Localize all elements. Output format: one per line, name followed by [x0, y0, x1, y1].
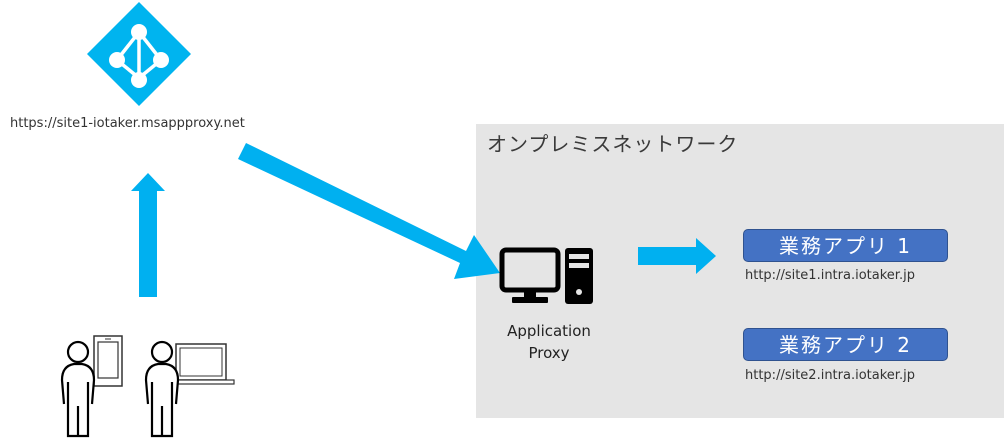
arrow-up-icon	[131, 173, 165, 297]
business-app-2-box: 業務アプリ 2	[743, 328, 948, 361]
application-proxy-label-line2: Proxy	[528, 344, 570, 362]
application-proxy-label-line1: Application	[507, 322, 591, 340]
arrow-right-icon	[638, 238, 716, 274]
business-app-1-url: http://site1.intra.iotaker.jp	[745, 268, 915, 283]
azure-active-directory-icon	[87, 2, 191, 106]
on-premises-network-region	[476, 124, 1004, 418]
external-url-label: https://site1-iotaker.msappproxy.net	[10, 116, 245, 131]
application-proxy-label: Application Proxy	[490, 320, 608, 364]
business-app-1-box: 業務アプリ 1	[743, 229, 948, 262]
arrow-diagonal-icon	[238, 143, 500, 279]
desktop-computer-icon	[499, 247, 593, 304]
user-with-smartphone-icon	[60, 335, 123, 438]
business-app-2-url: http://site2.intra.iotaker.jp	[745, 368, 915, 383]
on-premises-network-title: オンプレミスネットワーク	[487, 132, 739, 156]
user-with-laptop-icon	[144, 340, 235, 438]
